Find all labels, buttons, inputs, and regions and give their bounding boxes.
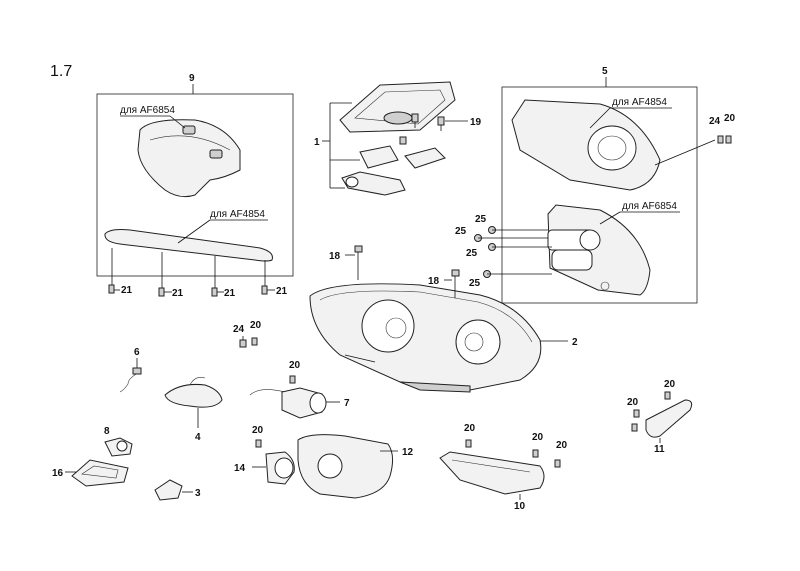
screw-24-20-mid xyxy=(239,336,258,348)
callout-20-c: 20 xyxy=(289,360,301,371)
headlight-housing xyxy=(309,283,542,391)
trim-strip-af4854 xyxy=(104,229,273,262)
callout-25-d: 25 xyxy=(469,278,481,289)
screw-19-a xyxy=(411,113,419,128)
callout-21-a: 21 xyxy=(121,285,133,296)
callout-3: 3 xyxy=(195,488,201,499)
callout-6: 6 xyxy=(134,347,140,358)
note-9-af6854: для AF6854 xyxy=(120,105,175,116)
callout-20-f: 20 xyxy=(532,432,544,443)
note-5-af4854: для AF4854 xyxy=(612,97,667,108)
note-9-af4854: для AF4854 xyxy=(210,209,265,220)
callout-19: 19 xyxy=(470,117,482,128)
bolt-18-top xyxy=(354,245,363,280)
callout-20-i: 20 xyxy=(627,397,639,408)
callout-24-a: 24 xyxy=(709,116,721,127)
callout-20-e: 20 xyxy=(464,423,476,434)
lens-unit xyxy=(341,171,406,196)
screw-21-b xyxy=(158,252,172,297)
screw-21-c xyxy=(211,256,224,297)
license-lens-16 xyxy=(65,459,129,487)
callout-20-a: 20 xyxy=(724,113,736,124)
callout-25-c: 25 xyxy=(466,248,478,259)
side-lamp-11 xyxy=(631,391,693,443)
side-marker-4 xyxy=(164,377,223,428)
callout-21-b: 21 xyxy=(172,288,184,299)
callout-2: 2 xyxy=(572,337,578,348)
nut-25-c xyxy=(488,243,552,251)
fog-lamp-10 xyxy=(439,439,561,500)
bulb-8 xyxy=(104,437,133,457)
wire-harness-6 xyxy=(119,358,142,393)
callout-25-b: 25 xyxy=(455,226,467,237)
callout-7: 7 xyxy=(344,398,350,409)
callout-11: 11 xyxy=(654,444,665,455)
screw-21-d xyxy=(261,260,275,295)
bulb-socket-7 xyxy=(249,375,340,419)
group-9: 9 для AF6854 для AF4854 21 21 xyxy=(96,73,294,299)
callout-18-a: 18 xyxy=(329,251,341,262)
housing-af4854 xyxy=(511,99,661,191)
callout-20-g: 20 xyxy=(556,440,568,451)
group-9-frame xyxy=(96,93,294,277)
callout-18-b: 18 xyxy=(428,276,440,287)
reflector-right xyxy=(404,147,446,169)
screw-24-20-top xyxy=(717,135,732,144)
fog-bezel-12 xyxy=(297,434,398,499)
callout-25-a: 25 xyxy=(475,214,487,225)
reflector-left xyxy=(359,145,399,169)
callout-16: 16 xyxy=(52,468,64,479)
section-number: 1.7 xyxy=(50,63,72,80)
socket-3 xyxy=(154,479,193,501)
callout-5: 5 xyxy=(602,66,608,77)
callout-4: 4 xyxy=(195,432,201,443)
screw-19-b xyxy=(437,116,445,131)
callout-12: 12 xyxy=(402,447,414,458)
callout-8: 8 xyxy=(104,426,110,437)
callout-21-c: 21 xyxy=(224,288,236,299)
note-5-af6854: для AF6854 xyxy=(622,201,677,212)
callout-20-b: 20 xyxy=(250,320,262,331)
callout-9: 9 xyxy=(189,73,195,84)
fog-socket-14 xyxy=(252,439,295,485)
nut-25-d xyxy=(483,270,552,278)
group-1: 1 19 xyxy=(314,81,482,196)
group-5-frame xyxy=(501,86,698,304)
screw-19-c xyxy=(399,136,407,145)
nut-25-b xyxy=(474,234,548,242)
screw-21-a xyxy=(108,248,120,294)
callout-20-h: 20 xyxy=(664,379,676,390)
bolt-18-right xyxy=(451,269,460,298)
callout-21-d: 21 xyxy=(276,286,288,297)
nut-25-a xyxy=(488,226,548,234)
callout-1: 1 xyxy=(314,137,320,148)
group-5: 5 для AF4854 24 20 для AF6854 25 25 25 2… xyxy=(455,66,736,304)
cover-af6854 xyxy=(137,119,241,198)
callout-20-d: 20 xyxy=(252,425,264,436)
callout-24-b: 24 xyxy=(233,324,245,335)
headlight-main-2: 2 18 18 xyxy=(309,245,578,393)
callout-14: 14 xyxy=(234,463,246,474)
housing-af6854 xyxy=(547,204,651,296)
callout-10: 10 xyxy=(514,501,526,512)
